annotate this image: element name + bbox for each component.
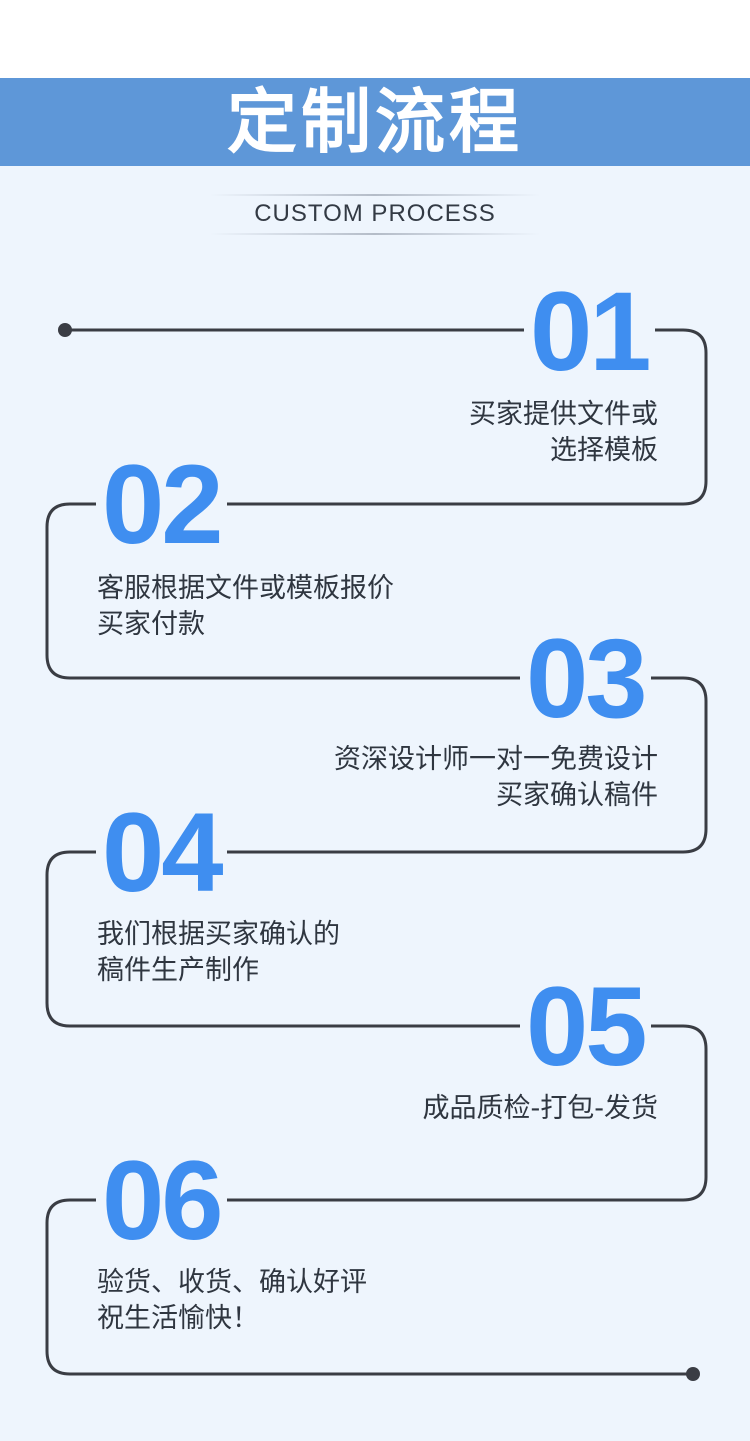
page-title: 定制流程 <box>227 81 523 163</box>
flow-start-dot <box>58 323 72 337</box>
step-4-line-2: 稿件生产制作 <box>97 955 259 986</box>
step-5-line-1: 成品质检-打包-发货 <box>422 1093 659 1124</box>
step-3-description: 资深设计师一对一免费设计 买家确认稿件 <box>334 742 658 814</box>
subtitle-divider-top <box>210 194 540 196</box>
step-1-description: 买家提供文件或 选择模板 <box>469 397 658 469</box>
subtitle: CUSTOM PROCESS <box>254 200 496 227</box>
step-6-description: 验货、收货、确认好评 祝生活愉快！ <box>97 1265 367 1337</box>
step-5-number: 05 <box>520 971 651 1083</box>
subtitle-divider-bottom <box>210 233 540 235</box>
step-1-line-1: 买家提供文件或 <box>469 399 658 430</box>
subtitle-box: CUSTOM PROCESS <box>210 194 540 234</box>
step-2-description: 客服根据文件或模板报价 买家付款 <box>97 571 394 643</box>
step-6-number: 06 <box>96 1145 227 1257</box>
flow-end-dot <box>686 1367 700 1381</box>
step-1-number: 01 <box>524 276 655 388</box>
step-3-line-1: 资深设计师一对一免费设计 <box>334 744 658 775</box>
title-banner: 定制流程 <box>0 78 750 166</box>
top-margin <box>0 0 750 78</box>
step-5-description: 成品质检-打包-发货 <box>423 1091 659 1127</box>
step-2-line-2: 买家付款 <box>97 609 205 640</box>
step-2-line-1: 客服根据文件或模板报价 <box>97 573 394 604</box>
step-3-line-2: 买家确认稿件 <box>496 780 658 811</box>
step-4-line-1: 我们根据买家确认的 <box>97 919 340 950</box>
step-6-line-2: 祝生活愉快！ <box>97 1303 259 1334</box>
step-1-line-2: 选择模板 <box>550 435 658 466</box>
step-6-line-1: 验货、收货、确认好评 <box>97 1267 367 1298</box>
step-2-number: 02 <box>96 449 227 561</box>
step-4-number: 04 <box>96 797 227 909</box>
step-3-number: 03 <box>520 623 651 735</box>
step-4-description: 我们根据买家确认的 稿件生产制作 <box>97 917 340 989</box>
